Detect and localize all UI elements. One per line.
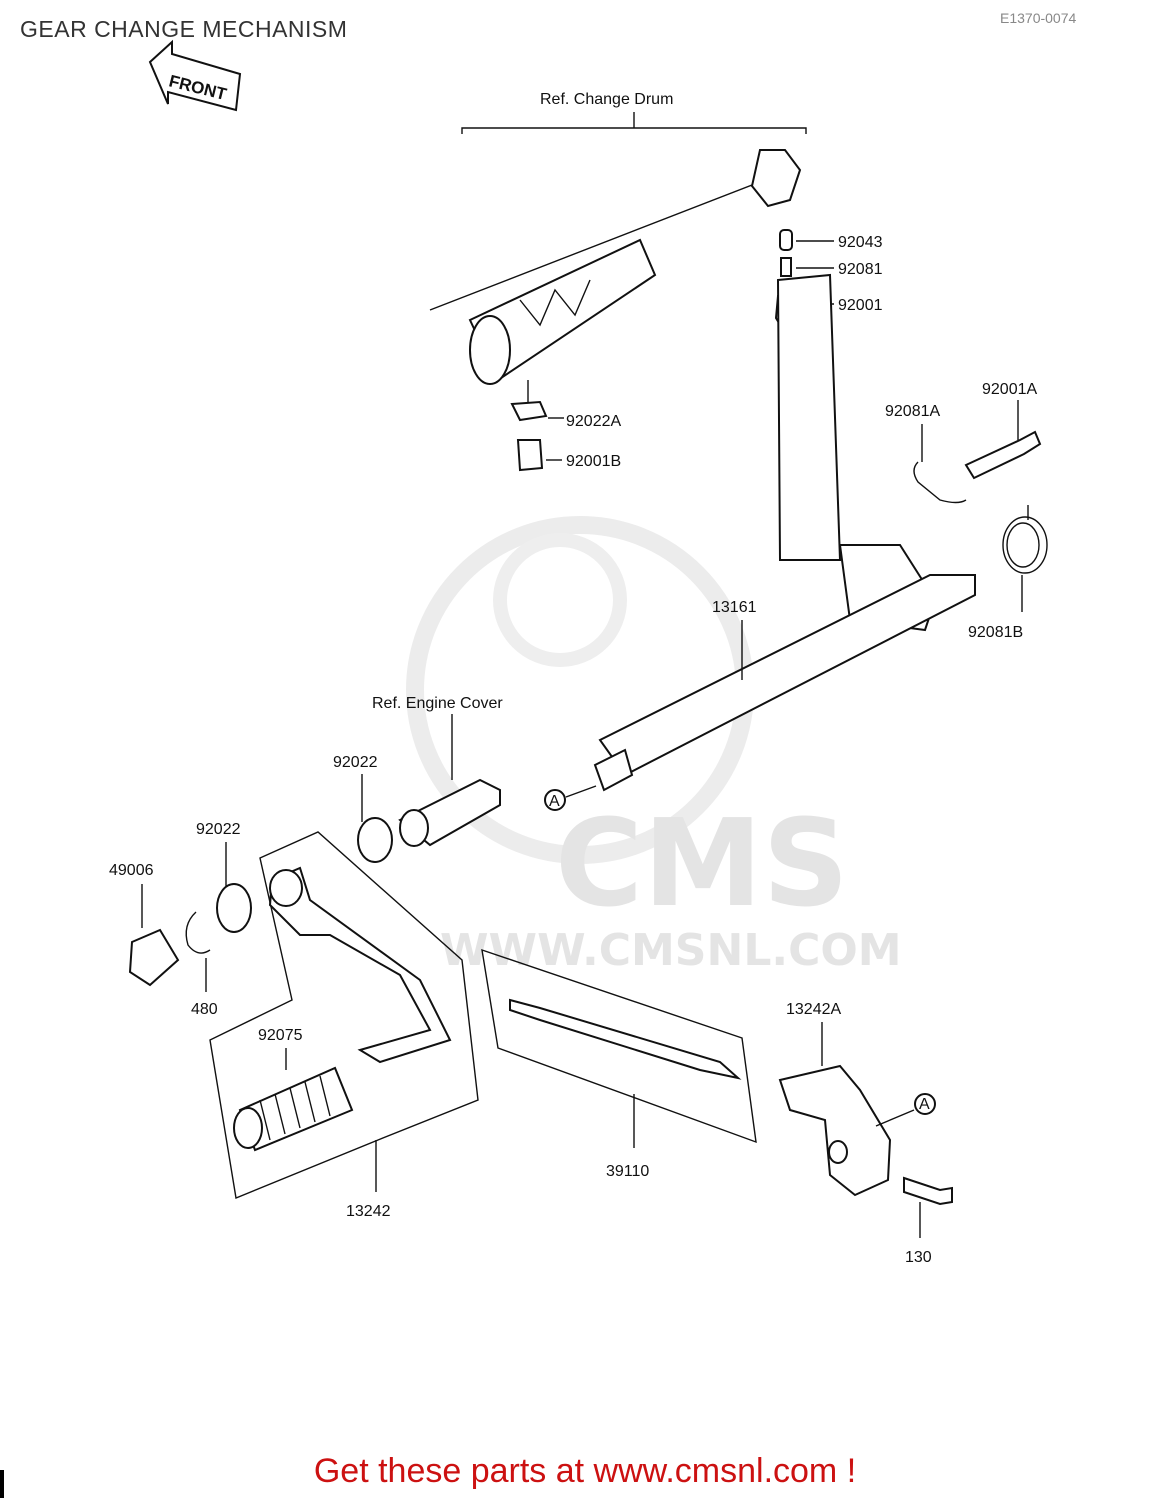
label-39110: 39110 bbox=[606, 1163, 649, 1180]
change-drum-ref: Ref. Change Drum bbox=[540, 91, 673, 108]
marker-a-right-label: A bbox=[919, 1096, 930, 1113]
label-92001B: 92001B bbox=[566, 453, 621, 470]
front-arrow-shape bbox=[148, 39, 242, 112]
change-drum-groove bbox=[519, 279, 591, 327]
label-13161: 13161 bbox=[712, 599, 757, 616]
label-49006: 49006 bbox=[109, 862, 154, 879]
tie-rod-39110 bbox=[509, 998, 742, 1080]
shift-shaft-rod bbox=[598, 574, 976, 777]
pin-92043 bbox=[779, 229, 793, 251]
spring-92081B bbox=[1002, 505, 1048, 574]
label-92081B: 92081B bbox=[968, 624, 1023, 641]
diagram-code: E1370-0074 bbox=[1000, 10, 1077, 26]
change-drum bbox=[429, 149, 802, 385]
oil-seal-49006 bbox=[128, 928, 180, 987]
shift-shaft: 13161 bbox=[593, 273, 976, 792]
label-92081: 92081 bbox=[838, 261, 883, 278]
engine-cover-pin: Ref. Engine Cover bbox=[372, 695, 503, 847]
spring-92081A bbox=[913, 461, 967, 504]
marker-a-left-label: A bbox=[549, 793, 560, 810]
marker-a-left-circle bbox=[544, 789, 566, 811]
shift-lever-body bbox=[778, 1064, 892, 1197]
label-92043: 92043 bbox=[838, 234, 883, 251]
label-92022-upper: 92022 bbox=[333, 754, 378, 771]
change-drum-axis bbox=[429, 177, 771, 311]
page-title: GEAR CHANGE MECHANISM bbox=[20, 16, 348, 42]
watermark-brand: CMS bbox=[555, 795, 849, 934]
circlip-group: 480 bbox=[185, 911, 218, 1018]
label-130: 130 bbox=[905, 1249, 932, 1266]
left-edge-mark bbox=[0, 1470, 4, 1498]
washer-92022-upper-group: 92022 bbox=[333, 754, 393, 863]
label-92001A: 92001A bbox=[982, 381, 1037, 398]
washer-92022-lower bbox=[216, 883, 252, 933]
label-92022A: 92022A bbox=[566, 413, 621, 430]
shift-shaft-arm bbox=[776, 273, 842, 561]
bolt-92001B bbox=[516, 439, 544, 472]
spring-92081 bbox=[780, 257, 792, 277]
circlip-480 bbox=[185, 911, 211, 954]
change-drum-bracket-line bbox=[461, 127, 807, 134]
oil-seal-group: 49006 bbox=[109, 862, 180, 987]
label-92075: 92075 bbox=[258, 1027, 303, 1044]
change-drum-star bbox=[750, 149, 802, 208]
shift-lever-13242A: 13242A bbox=[778, 1001, 892, 1197]
label-480: 480 bbox=[191, 1001, 218, 1018]
change-drum-bracket: Ref. Change Drum bbox=[461, 91, 807, 134]
watermark: CMS WWW.CMSNL.COM bbox=[406, 516, 902, 976]
engine-cover-bolt-end bbox=[399, 809, 429, 847]
shift-pedal-lever bbox=[268, 866, 452, 1064]
shift-pedal-frame bbox=[209, 831, 479, 1199]
washer-92022-upper bbox=[357, 817, 393, 863]
label-13242A: 13242A bbox=[786, 1001, 841, 1018]
washer-92022A bbox=[510, 400, 548, 422]
tie-rod-frame bbox=[481, 948, 757, 1144]
watermark-url: WWW.CMSNL.COM bbox=[440, 925, 902, 976]
footer-shop-link[interactable]: Get these parts at www.cmsnl.com ! bbox=[313, 1452, 857, 1490]
label-92081A: 92081A bbox=[885, 403, 940, 420]
shift-pedal-rubber-end bbox=[233, 1107, 263, 1149]
change-drum-end bbox=[469, 315, 511, 385]
marker-a-right-circle bbox=[914, 1093, 936, 1115]
shift-pedal-assembly: 92075 13242 bbox=[209, 831, 479, 1220]
bolt-130-group: 130 bbox=[903, 1176, 953, 1266]
front-arrow: FRONT bbox=[148, 39, 242, 112]
watermark-mascot-goggles bbox=[493, 533, 627, 667]
shift-pedal-boss bbox=[269, 869, 303, 907]
engine-cover-ref: Ref. Engine Cover bbox=[372, 695, 503, 712]
pin-92001A bbox=[964, 430, 1042, 480]
shift-spring-parts: 92081A 92001A 92081B bbox=[885, 381, 1048, 641]
washer-92022-lower-group: 92022 bbox=[196, 821, 252, 933]
shift-shaft-spline bbox=[593, 748, 634, 792]
label-92001: 92001 bbox=[838, 297, 883, 314]
bolt-130 bbox=[903, 1176, 953, 1206]
marker-a-left: A bbox=[544, 785, 597, 811]
shift-lever-hole bbox=[828, 1140, 848, 1164]
tie-rod-assembly: 39110 bbox=[481, 948, 757, 1180]
label-13242: 13242 bbox=[346, 1203, 391, 1220]
marker-a-right: A bbox=[875, 1093, 936, 1127]
label-92022-lower: 92022 bbox=[196, 821, 241, 838]
